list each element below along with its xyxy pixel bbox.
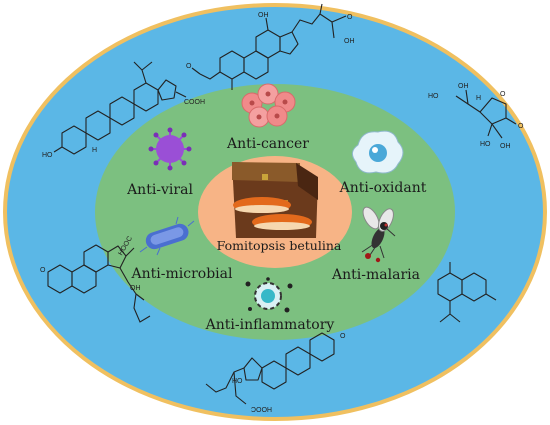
atom-hooc-bottom: HOOC [251, 405, 272, 412]
atom-ho-bottom: HO [232, 378, 243, 385]
atom-ho-ul: HO [42, 152, 53, 159]
chem-structure-upper-right: HO OH H O O HO OH [428, 83, 524, 150]
label-anti-malaria: Anti-malaria [331, 267, 420, 283]
label-anti-cancer: Anti-cancer [226, 136, 309, 152]
center-title: Fomitopsis betulina [217, 238, 342, 253]
atom-ho-ur1: HO [428, 93, 439, 100]
atom-oh-ur2: OH [500, 143, 511, 150]
oxidant-cell-icon [352, 130, 404, 174]
atom-oh-ur: OH [458, 83, 469, 90]
virus-icon [148, 127, 192, 171]
atom-ho-ur2: HO [480, 141, 491, 148]
atom-o-bottom: O [340, 333, 346, 340]
atom-oh-top: OH [258, 12, 269, 19]
chem-structure-lower-right [437, 262, 497, 323]
atom-o-ur2: O [518, 123, 524, 130]
chem-structure-upper-left: COOH HO H [42, 61, 205, 159]
label-anti-viral: Anti-viral [126, 182, 193, 198]
atom-cooh-ul: COOH [184, 99, 205, 106]
atom-h-ur: H [476, 95, 481, 102]
mosquito-icon [361, 206, 396, 263]
atom-o-ll: O [40, 267, 46, 274]
atom-o-ur1: O [500, 91, 506, 98]
atom-oh-ll: OH [130, 285, 141, 292]
fomitopsis-fungus-icon [232, 162, 318, 238]
atom-h-ul: H [92, 147, 97, 154]
chem-structure-bottom: O HO HOOC [205, 332, 346, 412]
atom-o-top-ester: O [186, 63, 192, 70]
label-anti-microbial: Anti-microbial [131, 266, 233, 282]
label-anti-inflammatory: Anti-inflammatory [205, 317, 335, 333]
inflammation-cell-icon [245, 277, 293, 313]
bacteria-icon [139, 216, 195, 256]
atom-oh-top-acid: OH [344, 38, 355, 45]
cancer-cells-icon [241, 83, 296, 128]
atom-o-top: O [347, 14, 353, 21]
chem-structure-top: OH O OH O [186, 3, 355, 90]
label-anti-oxidant: Anti-oxidant [339, 180, 427, 196]
